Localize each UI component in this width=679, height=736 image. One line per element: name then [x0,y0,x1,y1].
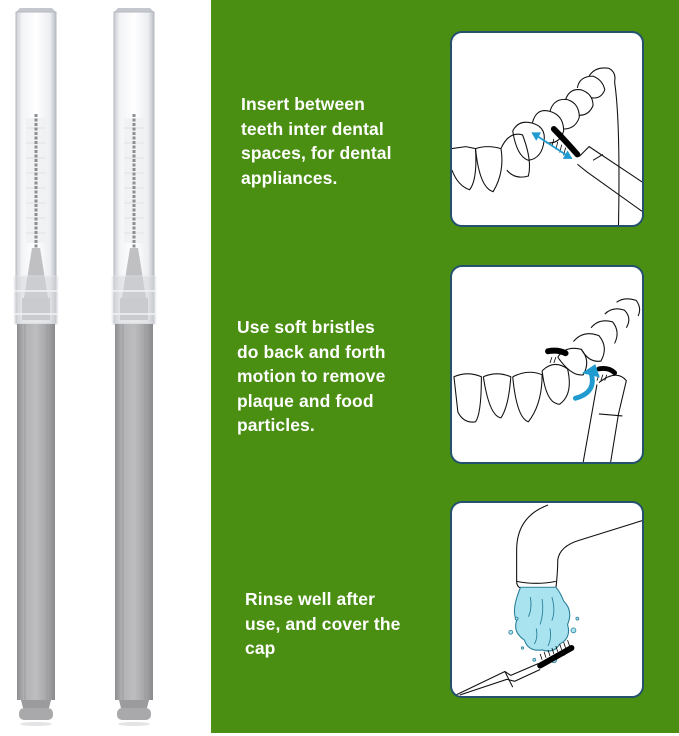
instructions-panel: Insert between teeth inter dental spaces… [211,0,679,733]
step-2-line-5: particles. [237,415,315,435]
product-image-area [0,0,211,736]
step-1-line-4: appliances. [241,167,338,188]
step-1-illustration [450,31,644,227]
step-2-line-1: Use soft bristles [237,317,375,337]
step-1-line-2: teeth inter dental [241,118,384,139]
step-1-text: Insert between teeth inter dental spaces… [241,92,392,190]
step-1-line-1: Insert between [241,94,365,114]
step-2-illustration [450,265,644,464]
rinse-faucet-icon [455,504,642,696]
step-2-line-3: motion to remove [237,366,386,386]
brush-icon [111,8,157,726]
interdental-brush-1 [12,8,60,728]
brush-icon [13,8,59,726]
step-3-text: Rinse well after use, and cover the cap [245,587,400,661]
step-2-line-4: plaque and food [237,390,374,411]
step-3-line-2: use, and cover the [245,613,401,634]
teeth-brush-insert-icon [452,67,642,225]
step-3-line-3: cap [245,638,276,658]
step-3-illustration [450,501,644,698]
step-2-text: Use soft bristles do back and forth moti… [237,315,386,438]
teeth-brush-motion-icon [453,298,641,462]
interdental-brush-2 [110,8,158,728]
step-3-line-1: Rinse well after [245,589,375,609]
step-2-line-2: do back and forth [237,341,386,362]
step-1-line-3: spaces, for dental [241,143,392,163]
